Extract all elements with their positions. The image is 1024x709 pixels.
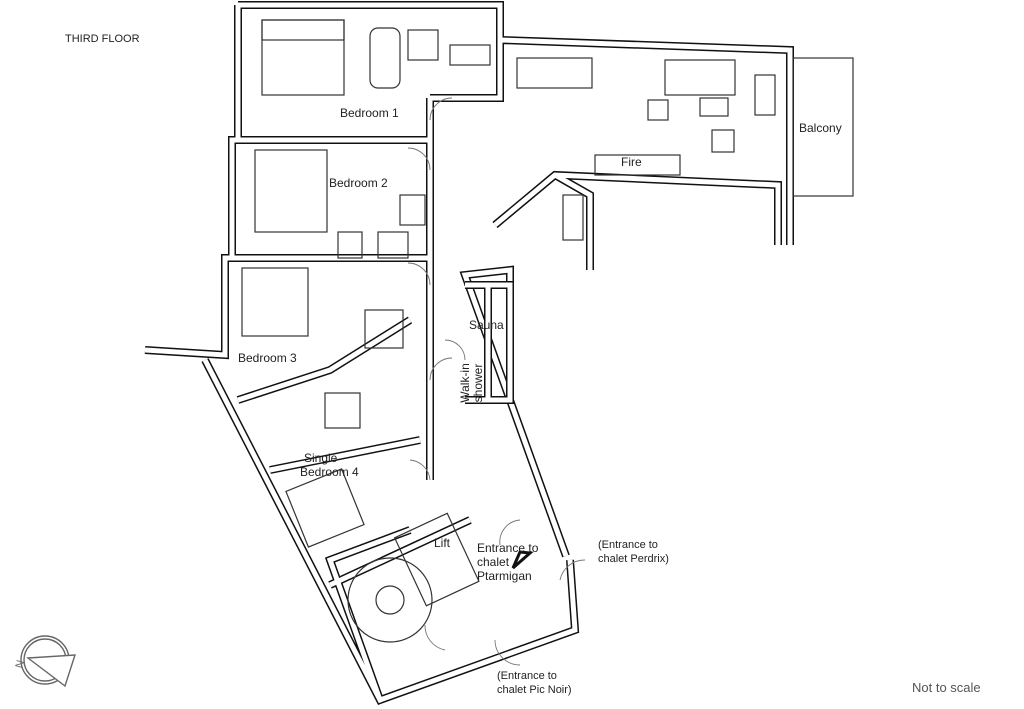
entrance-perdrix-line2: chalet Perdrix) [598,553,669,565]
room-label-walkin-shower: Walk-in shower [458,363,485,403]
room-label-sauna: Sauna [469,318,504,332]
entrance-picnoir-line1: (Entrance to [497,670,557,682]
compass-icon: N [14,635,76,688]
furniture [241,19,776,643]
entrance-picnoir-label: (Entrance to chalet Pic Noir) [497,669,572,697]
entrance-ptarmigan-line3: Ptarmigan [477,569,532,583]
room-label-fire: Fire [621,155,642,169]
entrance-ptarmigan-label: Entrance to chalet Ptarmigan [477,541,538,583]
floor-title: THIRD FLOOR [65,33,140,45]
room-label-bedroom-3: Bedroom 3 [238,351,297,365]
doors [407,97,586,666]
not-to-scale-note: Not to scale [912,680,981,695]
room-label-bedroom-1: Bedroom 1 [340,106,399,120]
entrance-perdrix-line1: (Entrance to [598,539,658,551]
entrance-ptarmigan-line1: Entrance to [477,541,539,555]
svg-text:N: N [14,659,28,670]
room-label-bedroom-4-line2: Bedroom 4 [300,465,359,479]
walls [144,1,794,705]
entrance-marker-icon [511,550,534,570]
balcony [792,57,854,197]
room-label-bedroom-4-line1: Single [304,451,338,465]
room-label-lift: Lift [434,536,451,550]
entrance-picnoir-line2: chalet Pic Noir) [497,684,572,696]
entrance-perdrix-label: (Entrance to chalet Perdrix) [598,538,669,566]
room-label-bedroom-2: Bedroom 2 [329,176,388,190]
entrance-ptarmigan-line2: chalet [477,555,510,569]
walkin-line2: shower [470,363,485,403]
room-label-balcony: Balcony [799,121,842,135]
